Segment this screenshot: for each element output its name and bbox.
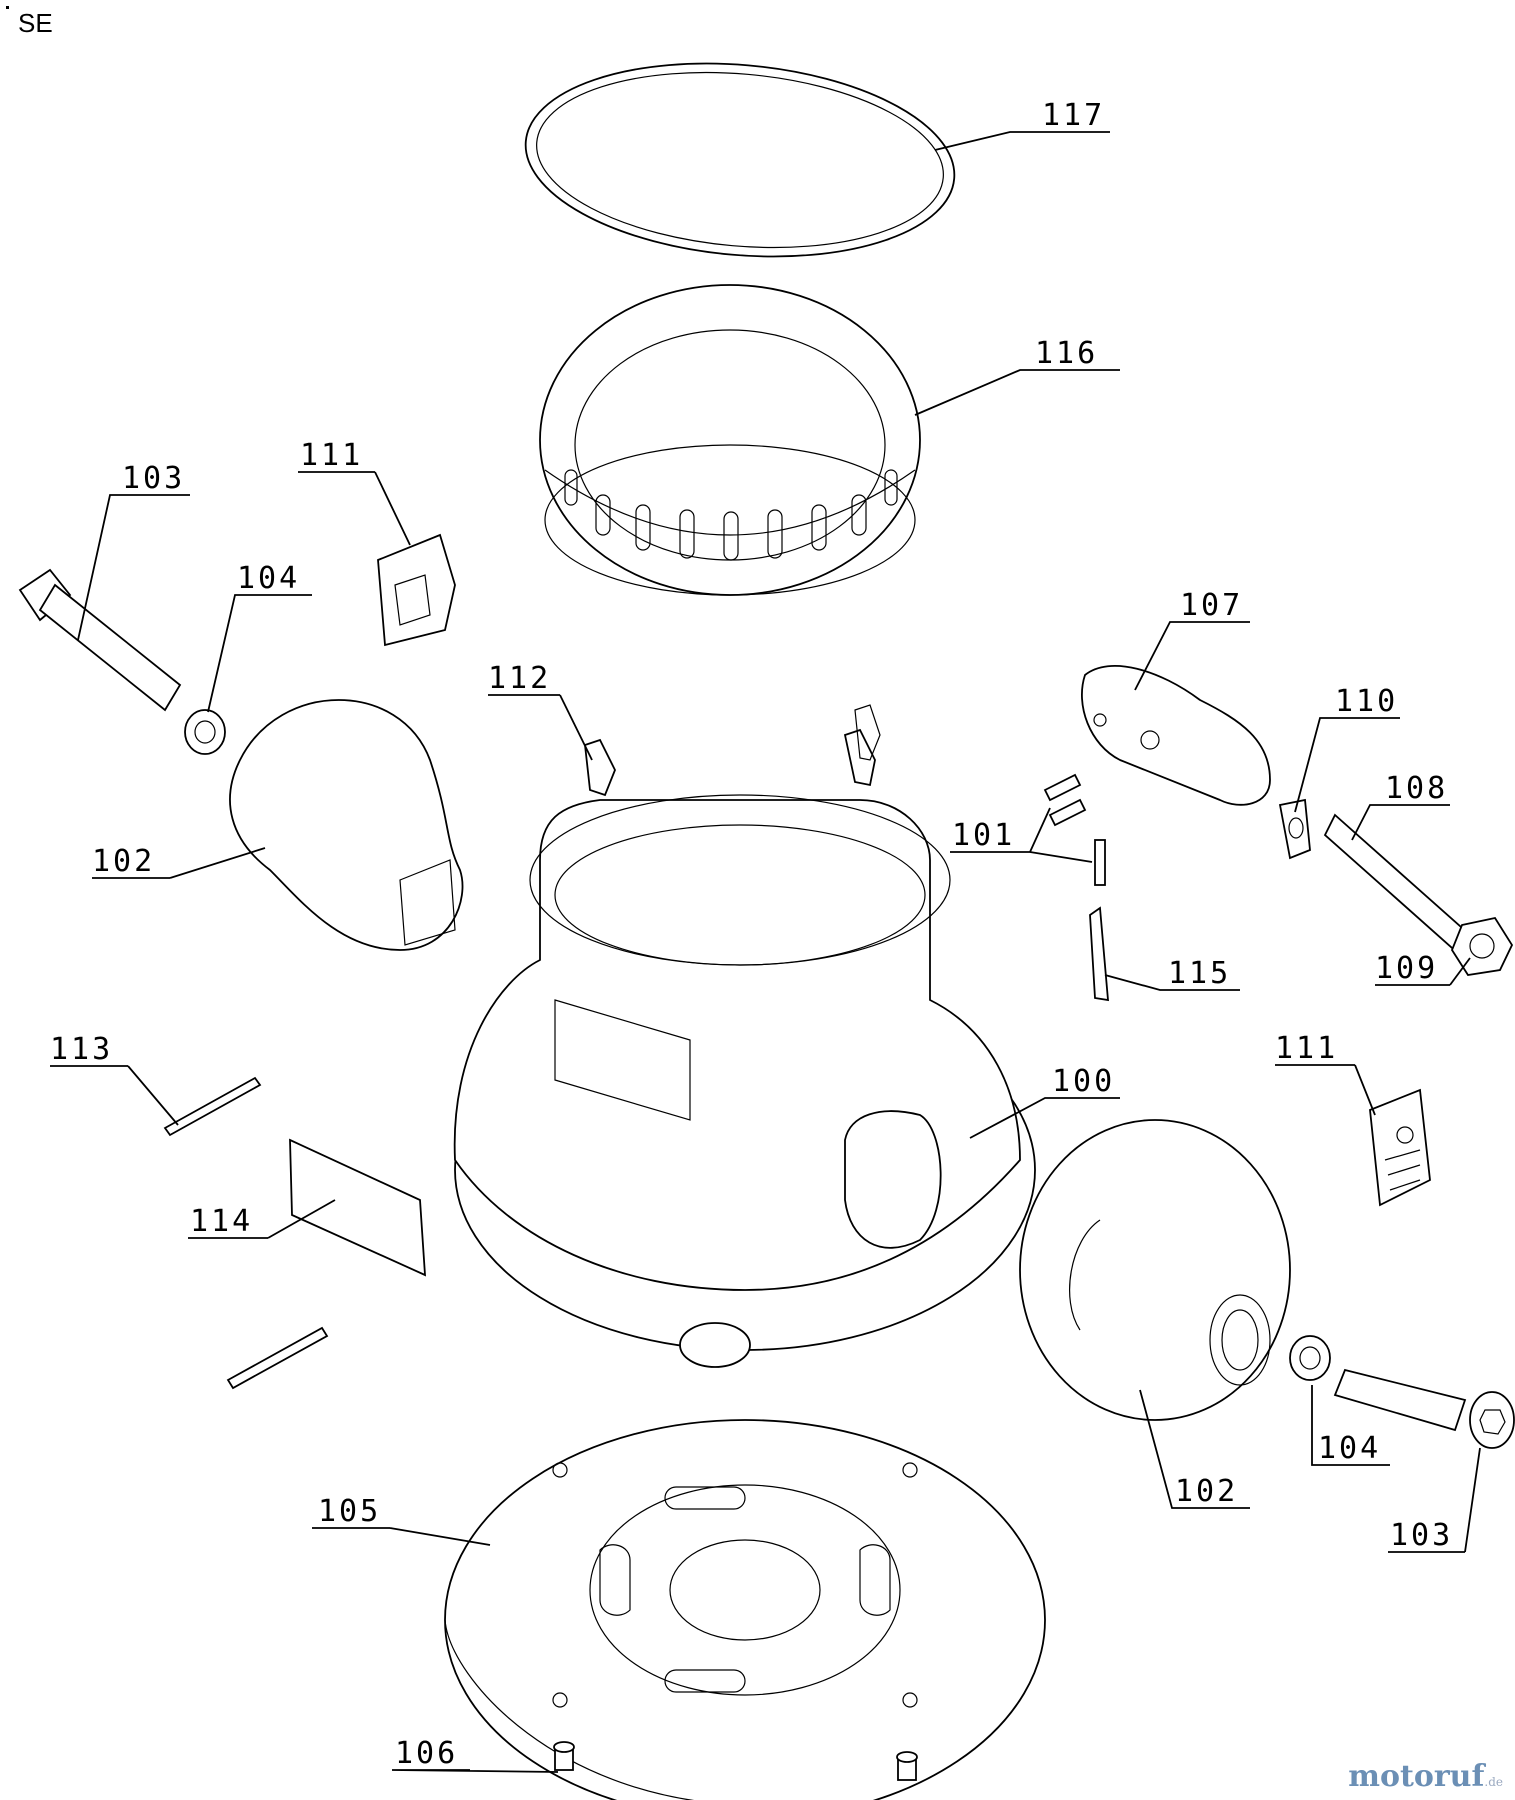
part-103-bolt-left (18, 568, 182, 712)
part-104-washer-right (1289, 1335, 1331, 1381)
part-115-label (1089, 906, 1109, 1002)
callout-103-right: 103 (1390, 1518, 1453, 1553)
watermark-logo: motoruf.de (1348, 1759, 1503, 1794)
callout-104: 104 (237, 561, 300, 596)
leader-lines (50, 131, 1481, 1773)
part-100-base-housing (453, 704, 1036, 1368)
part-116-depth-ring (539, 284, 921, 596)
view-label: SE (18, 8, 53, 38)
callout-101: 101 (952, 818, 1015, 853)
part-102-knob-left (229, 699, 464, 951)
callout-107: 107 (1180, 588, 1243, 623)
callout-110: 110 (1335, 684, 1398, 719)
part-112-clips (584, 728, 876, 797)
part-110-plate (1278, 798, 1311, 860)
part-109-nut (1450, 916, 1514, 976)
part-103-bolt-right (1333, 1368, 1515, 1449)
callout-116: 116 (1035, 336, 1098, 371)
callout-102-right: 102 (1175, 1474, 1238, 1509)
part-111-latch-right (1369, 1088, 1431, 1207)
callout-115: 115 (1168, 956, 1231, 991)
part-111-latch-top (377, 533, 456, 647)
part-117-o-ring (524, 62, 956, 258)
callout-103: 103 (122, 461, 185, 496)
part-113-pin-lower (226, 1326, 329, 1390)
callout-105: 105 (318, 1494, 381, 1529)
part-105-base-plate (444, 1419, 1046, 1800)
callout-108: 108 (1385, 771, 1448, 806)
callout-117: 117 (1042, 98, 1105, 133)
callout-102: 102 (92, 844, 155, 879)
callout-113: 113 (50, 1032, 113, 1067)
callout-114: 114 (190, 1204, 253, 1239)
watermark-suffix: .de (1484, 1775, 1503, 1789)
callout-109: 109 (1375, 951, 1438, 986)
part-108-pin (1323, 813, 1472, 957)
watermark-brand: motoruf (1348, 1759, 1485, 1794)
part-102-knob-right (1019, 1119, 1291, 1421)
part-104-washer-left (184, 709, 226, 755)
callout-111: 111 (300, 438, 363, 473)
callout-112: 112 (488, 661, 551, 696)
callout-106: 106 (395, 1736, 458, 1771)
callout-104-right: 104 (1318, 1431, 1381, 1466)
part-106-screws (553, 1741, 918, 1781)
callout-111-right: 111 (1275, 1031, 1338, 1066)
callout-labels: 117 116 103 111 104 112 107 110 108 102 … (50, 98, 1453, 1771)
callout-100: 100 (1052, 1064, 1115, 1099)
corner-mark (6, 6, 9, 9)
part-114-label (289, 1138, 426, 1277)
part-113-pin (163, 1076, 262, 1137)
part-107-lever (1081, 665, 1271, 806)
part-101-pins (1043, 773, 1106, 886)
